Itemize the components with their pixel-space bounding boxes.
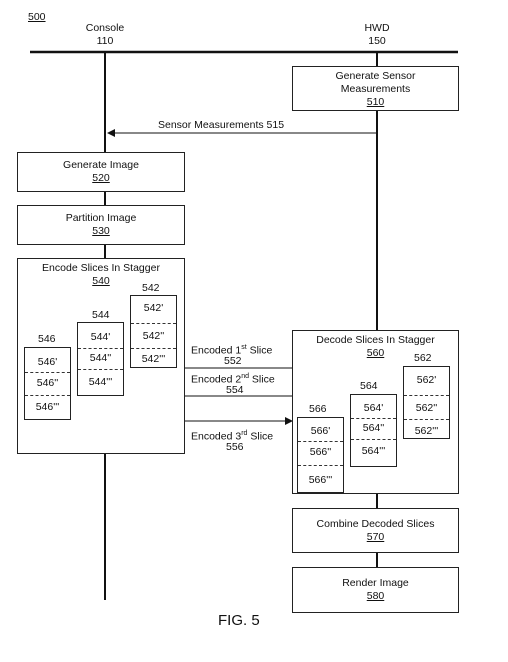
slice-542: 542' 542'' 542''' xyxy=(130,295,177,368)
slice-564-part2: 564'' xyxy=(362,422,385,434)
console-ref: 110 xyxy=(96,35,114,47)
box-580-line1: Render Image xyxy=(342,577,409,589)
label-552-post: Slice xyxy=(246,344,273,357)
slice-544-part1: 544' xyxy=(90,331,111,343)
box-570-ref: 570 xyxy=(366,531,385,543)
slice-546-part3: 546''' xyxy=(35,401,60,413)
slice-562: 562' 562'' 562''' xyxy=(403,366,450,439)
box-generate-sensor-measurements: Generate Sensor Measurements 510 xyxy=(292,66,459,111)
box-560-line1: Decode Slices In Stagger xyxy=(316,334,435,346)
box-510-line1: Generate Sensor xyxy=(335,70,416,82)
slice-564-divider xyxy=(351,418,396,419)
slice-544-tag: 544 xyxy=(92,309,110,321)
label-554-ref: 554 xyxy=(226,384,244,396)
box-530-line1: Partition Image xyxy=(65,212,137,224)
console-name: Console xyxy=(85,22,125,34)
box-520-ref: 520 xyxy=(92,172,110,184)
slice-562-divider xyxy=(404,419,449,420)
label-556-pre: Encoded 3 xyxy=(191,430,242,443)
label-encoded-3rd-slice: Encoded 3rd Slice xyxy=(191,427,273,444)
slice-542-part1: 542' xyxy=(143,302,164,314)
slice-566-part1: 566' xyxy=(310,425,331,437)
slice-542-tag: 542 xyxy=(142,282,160,294)
slice-566: 566' 566'' 566''' xyxy=(297,417,344,493)
hwd-ref: 150 xyxy=(368,35,386,47)
slice-566-divider xyxy=(298,465,343,466)
slice-562-divider xyxy=(404,395,449,396)
label-556-sup: rd xyxy=(241,430,248,437)
console-header: Console 110 xyxy=(65,22,145,48)
slice-562-part2: 562'' xyxy=(415,402,438,414)
slice-566-divider xyxy=(298,441,343,442)
slice-564-divider xyxy=(351,439,396,440)
box-570-line1: Combine Decoded Slices xyxy=(316,518,435,530)
label-554-post: Slice xyxy=(249,373,275,386)
slice-544-part2: 544'' xyxy=(89,352,112,364)
label-encoded-2nd-slice: Encoded 2nd Slice xyxy=(191,370,275,387)
label-552-pre: Encoded 1 xyxy=(191,344,242,357)
label-554-sup: nd xyxy=(241,373,250,380)
box-580-ref: 580 xyxy=(366,590,385,602)
slice-544-divider xyxy=(78,348,123,349)
box-530-ref: 530 xyxy=(92,225,110,237)
slice-562-part3: 562''' xyxy=(414,425,439,437)
label-552-ref: 552 xyxy=(224,355,242,367)
slice-562-tag: 562 xyxy=(414,352,432,364)
box-510-line2: Measurements xyxy=(340,83,411,95)
slice-542-part2: 542'' xyxy=(142,330,165,342)
slice-546-tag: 546 xyxy=(38,333,56,345)
slice-546-part2: 546'' xyxy=(36,377,59,389)
slice-544-divider xyxy=(78,369,123,370)
box-560-ref: 560 xyxy=(366,347,385,359)
slice-564: 564' 564'' 564''' xyxy=(350,394,397,467)
figure-number: 500 xyxy=(28,11,46,23)
label-sensor-measurements: Sensor Measurements 515 xyxy=(158,119,285,131)
label-556-ref: 556 xyxy=(226,441,244,453)
slice-546-part1: 546' xyxy=(37,356,58,368)
slice-566-part2: 566'' xyxy=(309,446,332,458)
box-generate-image: Generate Image 520 xyxy=(17,152,185,192)
slice-564-part3: 564''' xyxy=(361,445,386,457)
figure-caption: FIG. 5 xyxy=(218,612,260,629)
label-encoded-1st-slice: Encoded 1st Slice xyxy=(191,341,272,358)
label-556-post: Slice xyxy=(247,430,274,443)
slice-562-part1: 562' xyxy=(416,374,437,386)
slice-546-divider xyxy=(25,372,70,373)
box-combine-decoded-slices: Combine Decoded Slices 570 xyxy=(292,508,459,553)
hwd-name: HWD xyxy=(364,22,390,34)
slice-542-divider xyxy=(131,323,176,324)
slice-546-divider xyxy=(25,395,70,396)
label-554-pre: Encoded 2 xyxy=(191,373,242,386)
label-552-sup: st xyxy=(241,344,247,351)
slice-544-part3: 544''' xyxy=(88,376,113,388)
hwd-header: HWD 150 xyxy=(337,22,417,48)
box-520-line1: Generate Image xyxy=(63,159,139,171)
box-540-ref: 540 xyxy=(92,275,110,287)
slice-542-divider xyxy=(131,348,176,349)
slice-566-tag: 566 xyxy=(309,403,327,415)
slice-566-part3: 566''' xyxy=(308,474,333,486)
slice-544: 544' 544'' 544''' xyxy=(77,322,124,396)
box-510-ref: 510 xyxy=(366,96,385,108)
box-render-image: Render Image 580 xyxy=(292,567,459,613)
slice-542-part3: 542''' xyxy=(141,353,166,365)
slice-546: 546' 546'' 546''' xyxy=(24,347,71,420)
slice-564-tag: 564 xyxy=(360,380,378,392)
box-540-line1: Encode Slices In Stagger xyxy=(42,262,160,274)
slice-564-part1: 564' xyxy=(363,402,384,414)
box-partition-image: Partition Image 530 xyxy=(17,205,185,245)
